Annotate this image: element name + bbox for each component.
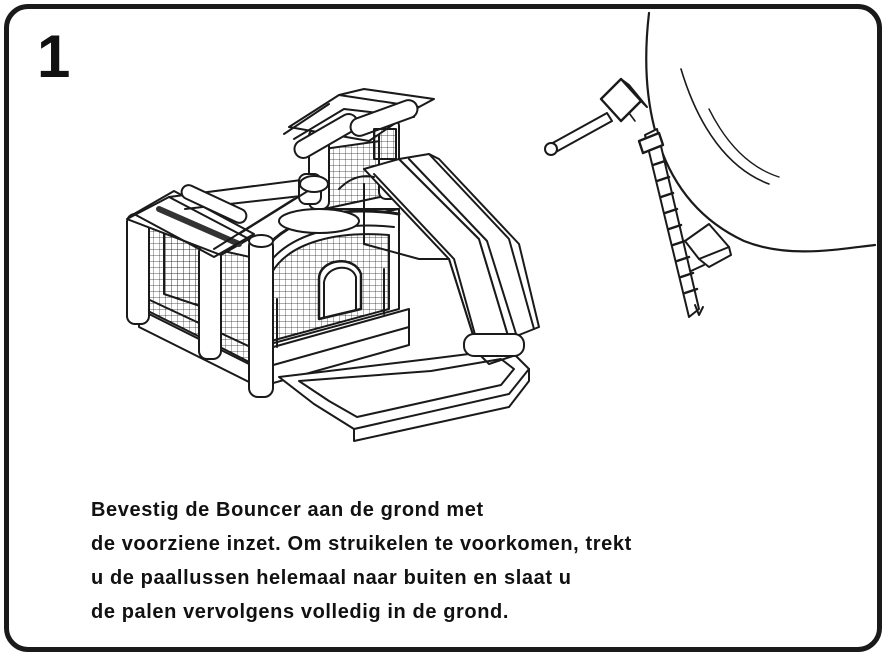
instruction-panel: 1	[4, 4, 882, 652]
instruction-line-1: Bevestig de Bouncer aan de grond met	[91, 499, 484, 521]
step-number: 1	[37, 23, 71, 90]
bouncer-castle-icon	[126, 88, 540, 442]
instruction-line-3: u de paallussen helemaal naar buiten en …	[91, 567, 572, 589]
mallet-stake-icon	[544, 11, 877, 318]
instruction-text: Bevestig de Bouncer aan de grond met de …	[91, 493, 811, 629]
instruction-line-2: de voorziene inzet. Om struikelen te voo…	[91, 533, 632, 555]
instruction-line-4: de palen vervolgens volledig in de grond…	[91, 601, 510, 623]
bouncer-illustration	[126, 11, 877, 442]
